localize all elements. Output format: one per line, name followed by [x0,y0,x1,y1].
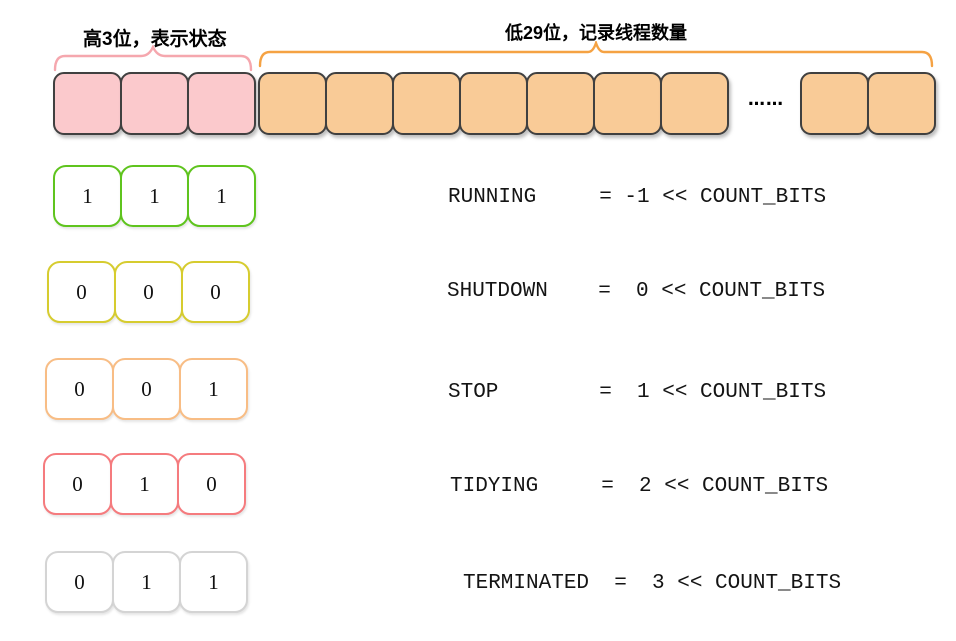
bit-cell-low [867,72,936,135]
low-bits-cells-right [800,72,936,135]
bit-digit: 1 [141,569,152,594]
bit-cell-low [258,72,327,135]
bit-digit: 0 [141,376,152,401]
low-bits-brace [258,39,934,73]
bit-value-box: 1 [187,165,256,227]
bit-digit: 0 [206,471,217,496]
bit-digit: 0 [76,279,87,304]
bit-cell-high [187,72,256,135]
bit-cell-low [660,72,729,135]
bit-cell-high [53,72,122,135]
low-bits-cells-left [258,72,729,135]
state-bits-shutdown: 0 0 0 [47,261,250,323]
state-bits-running: 1 1 1 [53,165,256,227]
bit-value-box: 1 [110,453,179,515]
bit-digit: 0 [74,569,85,594]
low-bits-label: 低29位，记录线程数量 [505,23,688,43]
state-equation-stop: STOP = 1 << COUNT_BITS [448,381,827,404]
bit-digit: 1 [82,183,93,208]
ellipsis: …… [748,90,784,110]
bit-digit: 1 [208,376,219,401]
bit-value-box: 0 [43,453,112,515]
state-bits-stop: 0 0 1 [45,358,248,420]
bit-cell-low [325,72,394,135]
bit-digit: 1 [149,183,160,208]
bit-cell-low [526,72,595,135]
bit-value-box: 0 [45,358,114,420]
bit-value-box: 1 [179,358,248,420]
bit-cell-low [593,72,662,135]
bit-value-box: 1 [112,551,181,613]
bit-value-box: 0 [114,261,183,323]
bit-cell-low [459,72,528,135]
high-bits-cells [53,72,256,135]
bit-cell-low [800,72,869,135]
state-bits-tidying: 0 1 0 [43,453,246,515]
bit-digit: 0 [74,376,85,401]
bit-value-box: 0 [181,261,250,323]
bit-value-box: 1 [53,165,122,227]
bit-value-box: 1 [179,551,248,613]
bit-digit: 0 [143,279,154,304]
bit-value-box: 1 [120,165,189,227]
bit-digit: 1 [139,471,150,496]
high-bits-label: 高3位，表示状态 [83,29,227,50]
state-equation-tidying: TIDYING = 2 << COUNT_BITS [450,475,829,498]
bit-digit: 0 [210,279,221,304]
state-equation-running: RUNNING = -1 << COUNT_BITS [448,186,827,209]
bit-digit: 0 [72,471,83,496]
bit-cell-low [392,72,461,135]
bit-value-box: 0 [47,261,116,323]
bit-value-box: 0 [112,358,181,420]
bit-digit: 1 [208,569,219,594]
bit-cell-high [120,72,189,135]
bit-value-box: 0 [45,551,114,613]
bit-value-box: 0 [177,453,246,515]
state-equation-shutdown: SHUTDOWN = 0 << COUNT_BITS [447,280,826,303]
high-bits-brace [53,44,253,77]
state-bits-terminated: 0 1 1 [45,551,248,613]
bit-digit: 1 [216,183,227,208]
state-equation-terminated: TERMINATED = 3 << COUNT_BITS [463,572,842,595]
